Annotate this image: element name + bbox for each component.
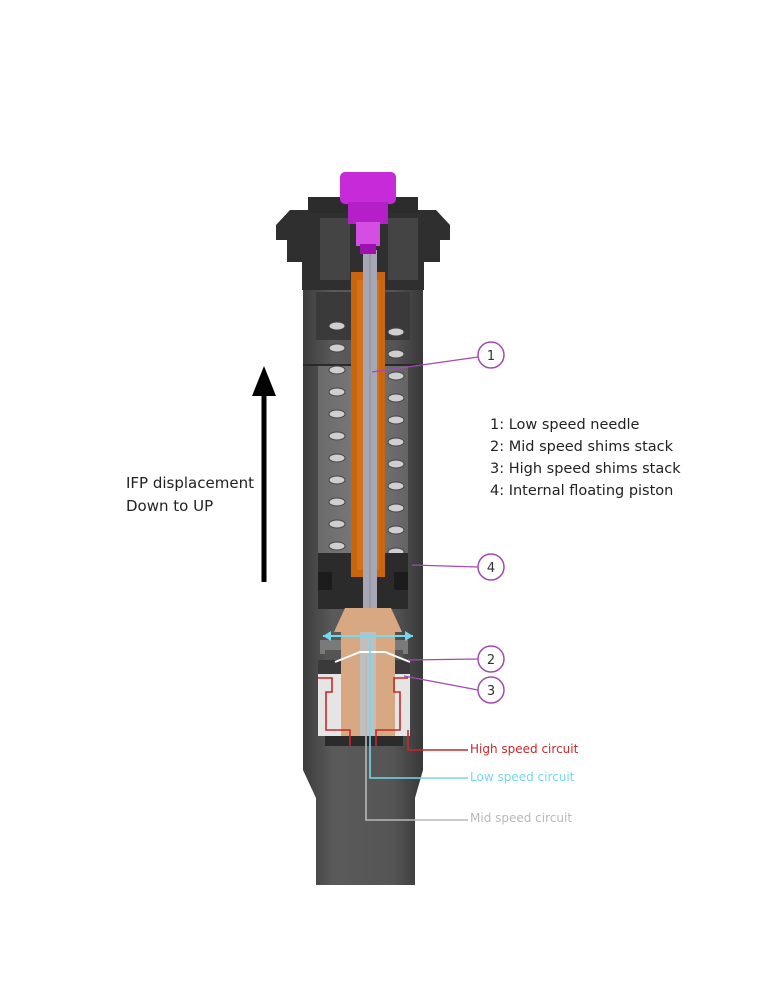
legend-item-1: 1: Low speed needle: [490, 417, 640, 433]
svg-text:3: 3: [487, 684, 495, 699]
high-speed-circuit-label: High speed circuit: [470, 742, 579, 756]
ifp-line-2: Down to UP: [126, 497, 214, 515]
spring-coil: [328, 475, 346, 485]
spring-coil: [328, 497, 346, 507]
callout-3: 3: [477, 676, 505, 704]
spring-coil: [387, 503, 405, 513]
spring-coil: [328, 453, 346, 463]
svg-text:1: 1: [487, 349, 495, 364]
svg-text:4: 4: [487, 561, 495, 576]
spring-coil: [387, 371, 405, 381]
spring-coil: [387, 393, 405, 403]
spring-coil: [328, 519, 346, 529]
mid-speed-circuit-path: [365, 655, 468, 821]
spring-coil: [328, 343, 346, 353]
spring-coil: [387, 437, 405, 447]
low-speed-circuit-path: [369, 640, 468, 779]
legend: 1: Low speed needle 2: Mid speed shims s…: [490, 414, 681, 502]
ifp-displacement-label: IFP displacement Down to UP: [126, 472, 254, 518]
spring-coil: [328, 409, 346, 419]
spring-coil: [328, 321, 346, 331]
callout-1: 1: [477, 341, 505, 369]
spring-coil: [328, 431, 346, 441]
spring-coil: [387, 459, 405, 469]
spring-coil: [328, 387, 346, 397]
spring-coil: [387, 349, 405, 359]
high-speed-circuit-path: [318, 677, 468, 751]
spring-coil: [387, 327, 405, 337]
base-valve-assembly: [318, 608, 410, 746]
lower-tube: [303, 740, 423, 885]
mid-speed-circuit-label: Mid speed circuit: [470, 811, 573, 825]
flow-arrows: [323, 631, 413, 663]
leader-lines: [371, 356, 479, 691]
callout-4: 4: [477, 553, 505, 581]
spring-coil: [328, 541, 346, 551]
legend-item-3: 3: High speed shims stack: [490, 461, 681, 477]
legend-item-2: 2: Mid speed shims stack: [490, 439, 674, 455]
spring-coil: [387, 525, 405, 535]
callout-2: 2: [477, 645, 505, 673]
ifp-displacement-arrow: [252, 366, 276, 582]
ifp-line-1: IFP displacement: [126, 474, 254, 492]
spring-coil: [328, 365, 346, 375]
low-speed-needle: [363, 250, 377, 620]
svg-text:2: 2: [487, 653, 495, 668]
adjuster-knob: [340, 172, 396, 254]
spring-coil: [387, 481, 405, 491]
low-speed-circuit-label: Low speed circuit: [470, 770, 575, 784]
spring-coil: [387, 415, 405, 425]
legend-item-4: 4: Internal floating piston: [490, 483, 674, 499]
